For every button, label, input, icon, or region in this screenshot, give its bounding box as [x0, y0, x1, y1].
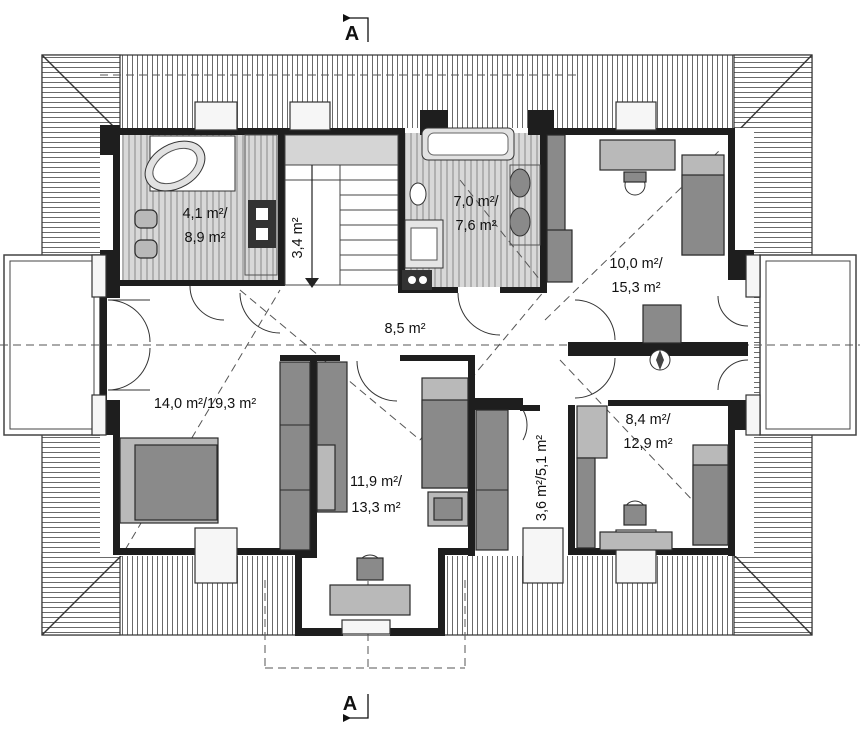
- closet-furniture: [475, 409, 509, 551]
- section-label-top: A: [345, 23, 359, 45]
- bedroom-bottom-right-furniture: [576, 405, 729, 551]
- area-label-bathroom-center-2: 7,6 m²: [455, 218, 496, 234]
- bedroom-top-right-furniture: [546, 134, 725, 283]
- area-label-closet: 3,6 m²/5,1 m²: [534, 435, 550, 521]
- area-label-bathroom-center-1: 7,0 m²/: [453, 194, 499, 210]
- bath-left-fixtures: [134, 134, 278, 276]
- area-label-bathroom-left-2: 8,9 m²: [184, 230, 225, 246]
- doors: [107, 285, 749, 441]
- bedroom-left-furniture: [119, 361, 311, 551]
- area-label-bedroom-bottom-right-1: 8,4 m²/: [625, 412, 671, 428]
- area-label-bedroom-center-2: 13,3 m²: [351, 500, 400, 516]
- bedroom-center-furniture: [316, 361, 469, 616]
- area-label-bedroom-top-right-1: 10,0 m²/: [609, 256, 663, 272]
- area-label-hallway: 8,5 m²: [384, 321, 425, 337]
- section-marker-top: A: [343, 14, 369, 45]
- bath-center-fixtures: [402, 127, 541, 290]
- area-label-bathroom-left-1: 4,1 m²/: [182, 206, 228, 222]
- hall-right-furniture: [642, 304, 682, 371]
- area-label-bedroom-top-right-2: 15,3 m²: [611, 280, 660, 296]
- room-labels: 4,1 m²/ 8,9 m² 3,4 m² 7,0 m²/ 7,6 m² 10,…: [154, 194, 673, 521]
- section-marker-bottom: A: [343, 693, 369, 722]
- staircase: [284, 134, 399, 288]
- area-label-bedroom-bottom-right-2: 12,9 m²: [623, 436, 672, 452]
- area-label-staircase: 3,4 m²: [290, 217, 306, 258]
- section-label-bottom: A: [343, 693, 357, 715]
- area-label-bedroom-left: 14,0 m²/19,3 m²: [154, 396, 257, 412]
- area-label-bedroom-center-1: 11,9 m²/: [350, 474, 403, 490]
